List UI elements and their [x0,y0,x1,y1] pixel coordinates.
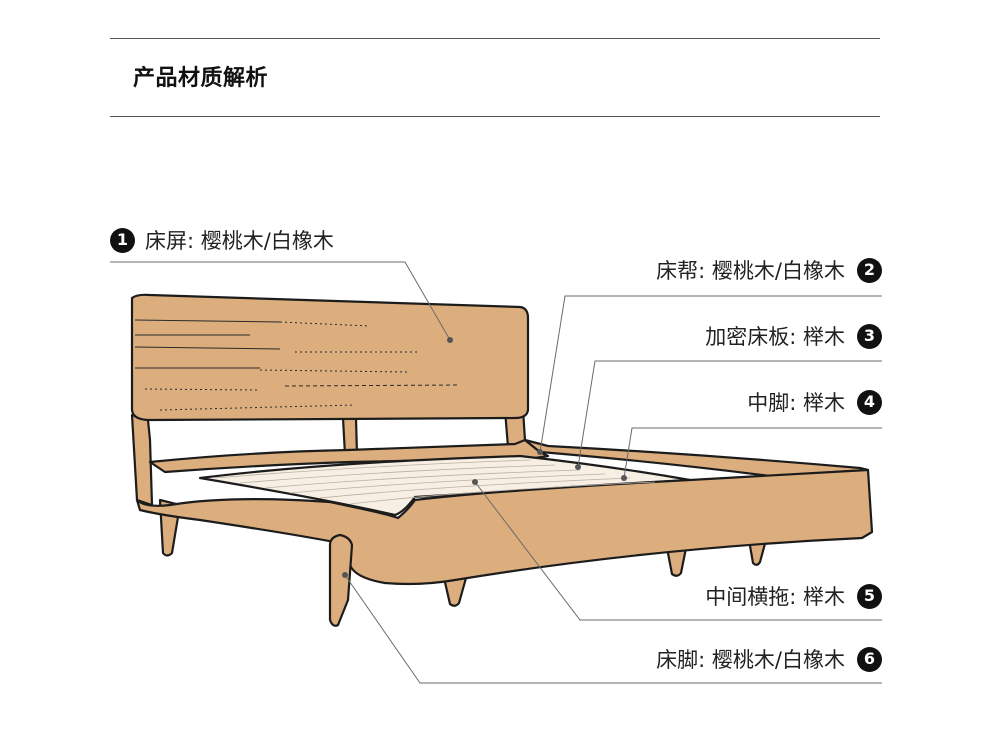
page-title: 产品材质解析 [133,66,269,91]
callout-number-badge: 1 [110,227,135,253]
leader-dots [342,337,627,578]
leader-5 [474,481,882,621]
header-bottom-rule [110,116,880,117]
header-top-rule [110,38,880,39]
callout-bed-leg: 床脚: 樱桃木/白橡木 6 [656,644,882,674]
callout-number-badge: 5 [857,583,882,609]
slat-lines [214,459,656,505]
leader-3 [577,360,882,468]
leader-1 [110,261,451,341]
leader-6 [344,574,882,684]
callout-number-badge: 3 [857,323,882,349]
callout-label: 床屏: 樱桃木/白橡木 [145,229,334,253]
center-leg-front [442,576,468,607]
leader-4 [623,427,882,479]
callout-center-leg: 中脚: 榉木 4 [747,387,882,417]
callout-side-rail: 床帮: 樱桃木/白橡木 2 [656,255,882,285]
callout-headboard: 1 床屏: 樱桃木/白橡木 [110,225,334,255]
callout-label: 中间横拖: 榉木 [705,585,845,609]
headboard-post-left [130,413,154,507]
back-right-leg [747,538,768,566]
center-leg-back [665,546,688,577]
headboard-panel [130,293,530,422]
callout-label: 床脚: 樱桃木/白橡木 [656,648,845,672]
callout-number-badge: 2 [857,257,882,283]
callout-number-badge: 4 [857,389,882,415]
callout-label: 加密床板: 榉木 [705,325,845,349]
side-rail-right [523,438,870,478]
callout-slat-board: 加密床板: 榉木 3 [705,321,882,351]
leader-lines [110,261,882,684]
front-left-leg [328,533,354,627]
leader-2 [539,295,882,453]
callout-number-badge: 6 [857,646,882,672]
callout-label: 床帮: 樱桃木/白橡木 [656,259,845,283]
callout-label: 中脚: 榉木 [747,391,845,415]
wood-grain [134,319,461,411]
callout-middle-crossbar: 中间横拖: 榉木 5 [705,581,882,611]
